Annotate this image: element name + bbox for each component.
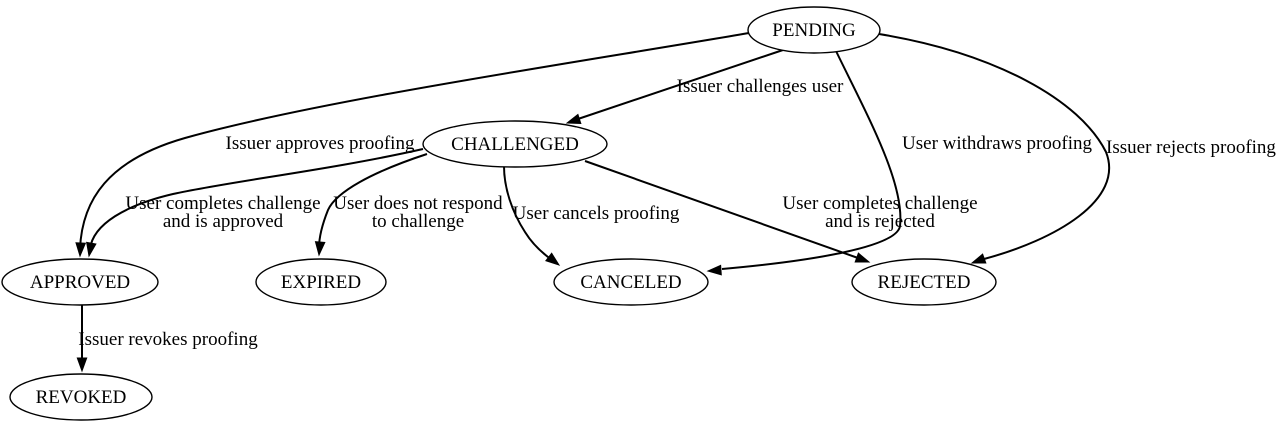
state-ellipse-pending bbox=[747, 6, 881, 54]
node-challenged: CHALLENGED bbox=[422, 120, 608, 168]
state-label-rejected: REJECTED bbox=[878, 272, 971, 293]
edge-pending-approved: Issuer approves proofing bbox=[75, 32, 750, 258]
edge-pending-canceled: User withdraws proofing bbox=[706, 50, 1092, 276]
arrowhead-icon bbox=[706, 264, 722, 276]
state-label-canceled: CANCELED bbox=[580, 272, 681, 293]
state-label-revoked: REVOKED bbox=[36, 387, 127, 408]
edge-pending-challenged: Issuer challenges user bbox=[565, 49, 844, 124]
edge-pending-rejected: Issuer rejects proofing bbox=[878, 33, 1276, 264]
edge-label-approved-revoked: Issuer revokes proofing bbox=[78, 329, 258, 350]
edge-line-pending-challenged bbox=[571, 49, 784, 122]
edge-line-pending-approved bbox=[79, 32, 750, 250]
edge-line-challenged-canceled bbox=[503, 165, 553, 261]
node-pending: PENDING bbox=[747, 6, 881, 54]
state-ellipse-canceled bbox=[553, 258, 709, 306]
edge-label-pending-challenged: Issuer challenges user bbox=[677, 76, 844, 97]
edge-label-pending-canceled: User withdraws proofing bbox=[902, 133, 1092, 154]
edge-line-pending-rejected bbox=[878, 33, 1111, 260]
edge-challenged-canceled: User cancels proofing bbox=[503, 165, 680, 266]
state-ellipse-approved bbox=[1, 258, 159, 306]
state-label-challenged: CHALLENGED bbox=[451, 134, 579, 155]
node-expired: EXPIRED bbox=[255, 258, 387, 306]
edge-line-challenged-approved bbox=[89, 148, 424, 250]
edge-label-challenged-canceled: User cancels proofing bbox=[513, 203, 680, 224]
state-ellipse-rejected bbox=[851, 258, 997, 306]
arrowhead-icon bbox=[76, 357, 88, 373]
state-ellipse-expired bbox=[255, 258, 387, 306]
arrowhead-icon bbox=[86, 241, 97, 258]
state-ellipse-revoked bbox=[9, 373, 153, 421]
node-revoked: REVOKED bbox=[9, 373, 153, 421]
arrowhead-icon bbox=[545, 252, 561, 266]
arrowhead-icon bbox=[854, 252, 871, 263]
state-label-approved: APPROVED bbox=[30, 272, 130, 293]
arrowhead-icon bbox=[314, 241, 326, 257]
edge-label-pending-approved: Issuer approves proofing bbox=[226, 133, 415, 154]
edge-line-pending-canceled bbox=[721, 50, 902, 270]
state-label-pending: PENDING bbox=[772, 20, 856, 41]
arrowhead-icon bbox=[565, 113, 582, 124]
edge-approved-revoked: Issuer revokes proofing bbox=[76, 305, 258, 373]
arrowhead-icon bbox=[970, 253, 987, 264]
state-label-expired: EXPIRED bbox=[281, 272, 361, 293]
state-ellipse-challenged bbox=[422, 120, 608, 168]
edge-line-challenged-rejected bbox=[584, 160, 859, 259]
node-rejected: REJECTED bbox=[851, 258, 997, 306]
edge-line-challenged-expired bbox=[318, 153, 428, 249]
arrowhead-icon bbox=[75, 242, 87, 258]
node-canceled: CANCELED bbox=[553, 258, 709, 306]
node-approved: APPROVED bbox=[1, 258, 159, 306]
edge-label-pending-rejected: Issuer rejects proofing bbox=[1106, 137, 1276, 158]
